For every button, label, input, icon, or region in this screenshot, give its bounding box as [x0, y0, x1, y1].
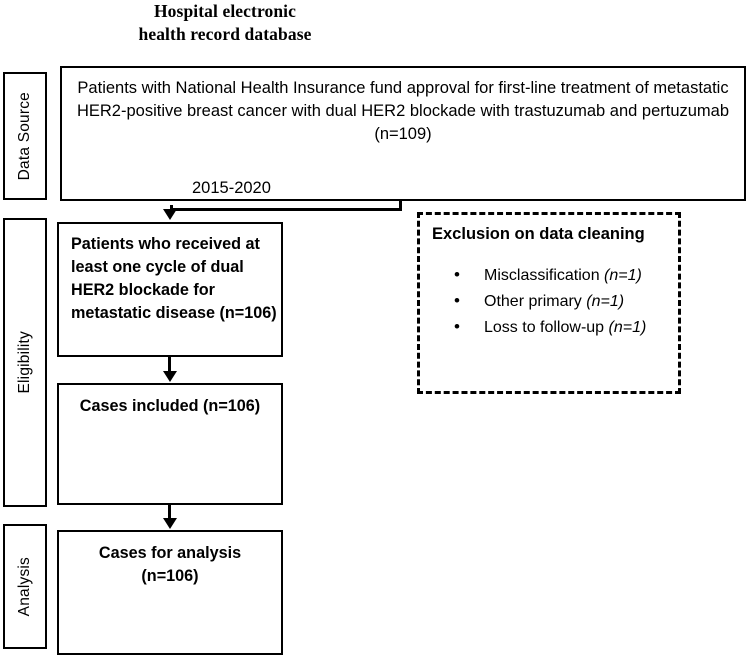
flow-box-data-source: Patients with National Health Insurance … — [60, 66, 746, 201]
arrowhead-icon — [163, 518, 177, 529]
exclusion-reason-label: Misclassification — [484, 267, 600, 284]
exclusion-box-title: Exclusion on data cleaning — [432, 225, 645, 243]
exclusion-reason-count: (n=1) — [604, 267, 642, 284]
list-item: Loss to follow-up (n=1) — [454, 314, 678, 341]
flow-box-received-treatment-text: Patients who received at least one cycle… — [71, 235, 277, 322]
stage-label-data-source: Data Source — [3, 72, 47, 200]
flow-box-cases-for-analysis-text: Cases for analysis(n=106) — [98, 544, 242, 585]
stage-label-text: Eligibility — [16, 331, 34, 394]
flow-box-data-source-years: 2015-2020 — [192, 179, 271, 197]
connector-source-to-received-riser — [399, 201, 402, 211]
exclusion-reason-count: (n=1) — [586, 293, 625, 310]
list-item: Other primary (n=1) — [454, 288, 678, 315]
stage-label-eligibility: Eligibility — [3, 218, 47, 507]
connector-source-to-received-horizontal — [170, 208, 402, 211]
list-item: Misclassification (n=1) — [454, 262, 678, 289]
exclusion-reason-label: Other primary — [484, 293, 582, 310]
connector-included-to-analysis — [168, 505, 171, 524]
flow-box-cases-included: Cases included (n=106) — [57, 383, 283, 505]
exclusion-reason-count: (n=1) — [608, 319, 647, 336]
exclusion-box: Exclusion on data cleaning Misclassifica… — [417, 212, 681, 394]
stage-label-text: Analysis — [16, 556, 34, 617]
arrowhead-icon — [163, 371, 177, 382]
exclusion-reason-label: Loss to follow-up — [484, 319, 605, 336]
stage-label-analysis: Analysis — [3, 524, 47, 649]
arrowhead-icon — [163, 209, 177, 220]
flow-box-received-treatment: Patients who received at least one cycle… — [57, 222, 283, 357]
connector-received-to-included — [168, 357, 171, 375]
flow-box-data-source-text: Patients with National Health Insurance … — [76, 79, 730, 143]
flow-box-cases-for-analysis: Cases for analysis(n=106) — [57, 530, 283, 655]
flow-box-cases-included-text: Cases included (n=106) — [79, 397, 261, 415]
stage-label-text: Data Source — [16, 91, 34, 181]
exclusion-reason-list: Misclassification (n=1) Other primary (n… — [420, 262, 678, 341]
